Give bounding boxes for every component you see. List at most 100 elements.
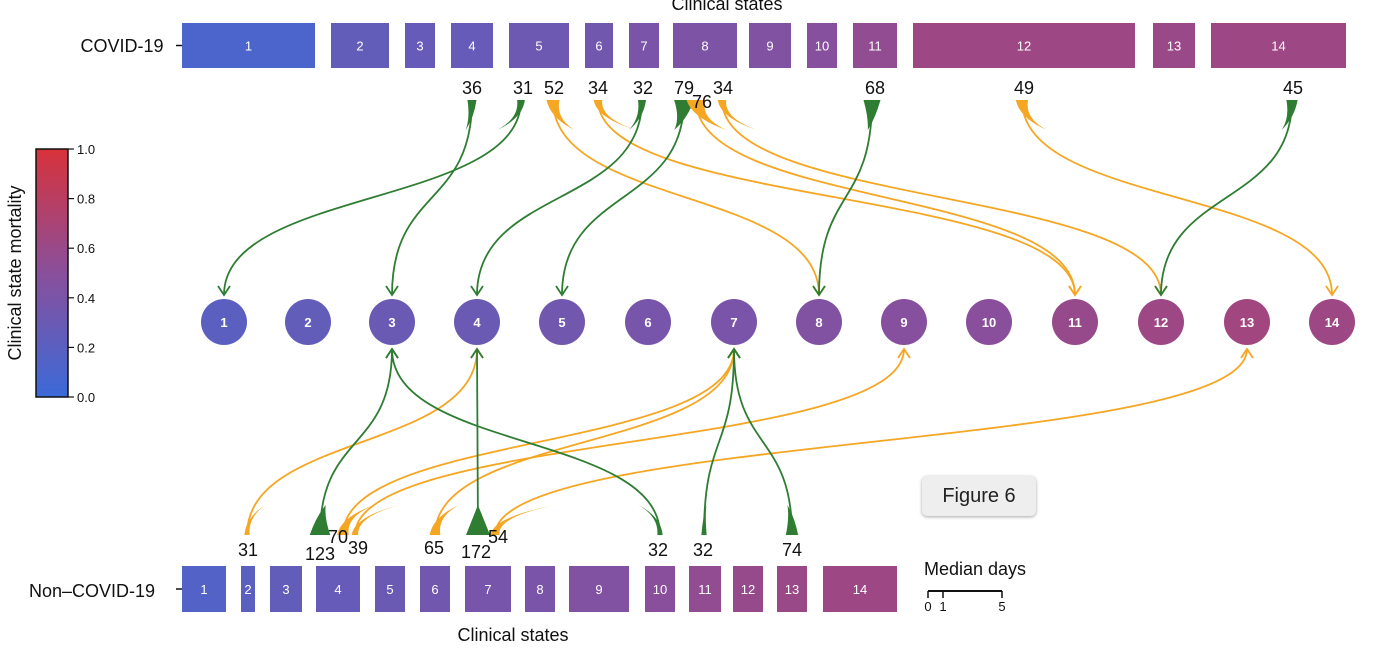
state-circle-label-4: 4 — [473, 315, 481, 330]
top-flow-label-3: 52 — [544, 78, 564, 98]
state-circle-label-13: 13 — [1240, 315, 1254, 330]
top-flow-6-arrowhead — [555, 285, 569, 297]
state-circle-label-6: 6 — [644, 315, 651, 330]
non-covid-state-box-1 — [182, 566, 226, 612]
non-covid-state-box-7 — [465, 566, 511, 612]
colorbar-gradient — [35, 148, 69, 398]
top-flow-6 — [561, 99, 685, 296]
covid-state-label-9: 9 — [766, 39, 773, 54]
colorbar-ticks: 0.00.20.40.60.81.0 — [68, 142, 95, 405]
top-flow-label-8: 34 — [713, 78, 733, 98]
state-circle-7 — [711, 299, 757, 345]
covid-state-label-5: 5 — [535, 39, 542, 54]
non-covid-state-box-4 — [316, 566, 360, 612]
colorbar-tick-label: 0.2 — [77, 340, 95, 355]
covid-state-label-13: 13 — [1167, 39, 1181, 54]
state-circle-label-7: 7 — [730, 315, 737, 330]
top-flow-label-5: 32 — [633, 78, 653, 98]
non-covid-state-label-8: 8 — [536, 582, 543, 597]
colorbar-tick-label: 0.6 — [77, 241, 95, 256]
state-circle-label-9: 9 — [900, 315, 907, 330]
non-covid-state-box-10 — [645, 566, 675, 612]
bottom-flow-label-4: 39 — [348, 538, 368, 558]
bottom-flow-1 — [246, 348, 478, 536]
state-circle-4 — [454, 299, 500, 345]
covid-state-label-6: 6 — [595, 39, 602, 54]
top-flow-9-wedge — [863, 100, 881, 130]
state-circle-1 — [201, 299, 247, 345]
covid-state-box-4 — [451, 23, 493, 68]
covid-state-box-6 — [585, 23, 613, 68]
figure-badge[interactable]: Figure 6 — [922, 476, 1036, 516]
median-days-tick-1: 1 — [939, 599, 946, 614]
bottom-flow-label-7: 54 — [488, 527, 508, 547]
top-flow-3-wedge — [546, 100, 575, 130]
bottom-flow-label-2: 123 — [305, 544, 335, 564]
top-flow-8-wedge — [717, 100, 758, 130]
bottom-flow-4 — [354, 348, 905, 536]
non-covid-state-label-4: 4 — [334, 582, 341, 597]
non-covid-state-label-11: 11 — [698, 582, 712, 597]
state-circle-5 — [539, 299, 585, 345]
covid-state-label-2: 2 — [356, 39, 363, 54]
top-flow-2 — [223, 99, 522, 296]
bottom-flow-2 — [319, 348, 393, 536]
top-flow-7 — [695, 99, 1076, 296]
bottom-flow-5 — [434, 348, 735, 536]
bottom-flow-label-5: 65 — [424, 538, 444, 558]
top-flow-6-wedge — [674, 100, 694, 130]
bottom-flow-label-6: 172 — [461, 542, 491, 562]
top-flow-label-4: 34 — [588, 78, 608, 98]
bottom-flow-1-wedge — [244, 505, 266, 535]
non-covid-state-box-6 — [420, 566, 450, 612]
state-circle-10 — [966, 299, 1012, 345]
median-days-tick-0: 0 — [924, 599, 931, 614]
covid-state-box-3 — [405, 23, 435, 68]
bottom-flow-10-arrowhead — [727, 347, 741, 359]
top-flow-5 — [476, 99, 643, 296]
non-covid-state-label-13: 13 — [785, 582, 799, 597]
covid-state-label-1: 1 — [245, 39, 252, 54]
state-circle-11 — [1052, 299, 1098, 345]
colorbar-tick-label: 0.8 — [77, 192, 95, 207]
state-circle-label-14: 14 — [1325, 315, 1340, 330]
top-flow-11-arrowhead — [1154, 285, 1168, 297]
state-circle-8 — [796, 299, 842, 345]
state-circle-14 — [1309, 299, 1355, 345]
non-covid-state-label-7: 7 — [484, 582, 491, 597]
bottom-flow-3-wedge — [337, 505, 375, 535]
non-covid-state-label-2: 2 — [244, 582, 251, 597]
non-covid-state-label-6: 6 — [431, 582, 438, 597]
top-flow-5-arrowhead — [470, 285, 484, 297]
covid-state-box-7 — [629, 23, 659, 68]
covid-state-box-11 — [853, 23, 897, 68]
top-flow-label-11: 45 — [1283, 78, 1303, 98]
bottom-flow-label-3: 70 — [328, 527, 348, 547]
covid-state-label-12: 12 — [1017, 39, 1031, 54]
covid-state-label-14: 14 — [1271, 39, 1285, 54]
top-flow-4-wedge — [593, 100, 637, 130]
state-circle-label-10: 10 — [982, 315, 996, 330]
bottom-flow-label-8: 32 — [648, 540, 668, 560]
bottom-flow-7 — [494, 348, 1248, 536]
state-circle-label-5: 5 — [558, 315, 565, 330]
colorbar-tick-label: 1.0 — [77, 142, 95, 157]
state-circle-12 — [1138, 299, 1184, 345]
covid-state-box-14 — [1211, 23, 1346, 68]
covid-row-label: COVID-19 — [80, 36, 163, 56]
non-covid-state-label-10: 10 — [653, 582, 667, 597]
non-covid-state-box-11 — [689, 566, 721, 612]
non-covid-state-box-2 — [241, 566, 255, 612]
covid-state-label-10: 10 — [815, 39, 829, 54]
top-axis-title: Clinical states — [671, 0, 782, 14]
state-circle-9 — [881, 299, 927, 345]
top-flow-10-arrowhead — [1325, 285, 1339, 297]
top-flow-label-1: 36 — [462, 78, 482, 98]
median-days-tick-5: 5 — [998, 599, 1005, 614]
covid-state-box-1 — [182, 23, 315, 68]
non-covid-state-label-12: 12 — [741, 582, 755, 597]
